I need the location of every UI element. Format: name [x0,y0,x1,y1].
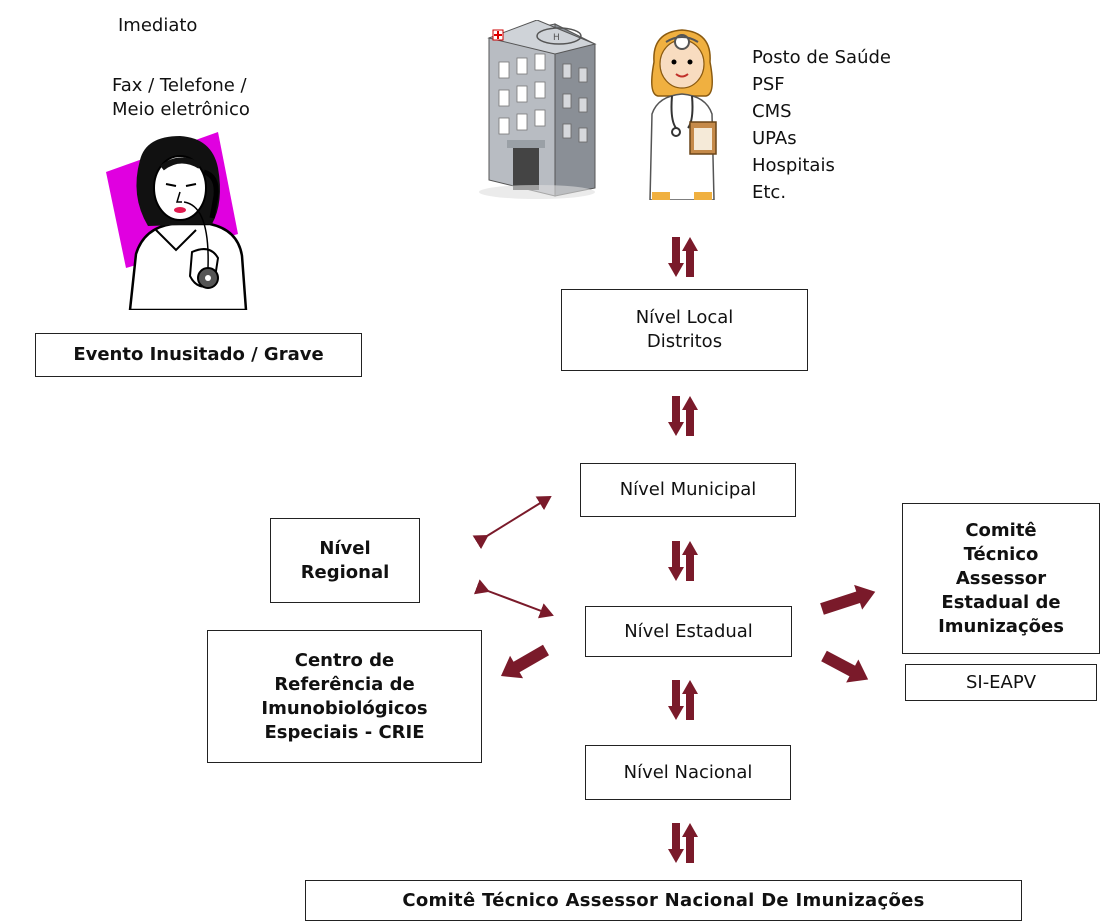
facility-item: PSF [752,74,785,95]
woman-on-phone-icon [106,132,248,310]
channel-line-1: Fax / Telefone / [112,75,247,96]
comite-estadual-line: Técnico [963,543,1039,565]
facilities-list: Posto de Saúde PSF CMS UPAs Hospitais Et… [752,44,891,206]
comite-estadual-box: Comitê Técnico Assessor Estadual de Imun… [902,503,1100,654]
nurse-doctor-icon [649,29,717,200]
arrow-facilities-local [668,237,698,277]
arrow-municipal-estadual [668,541,698,581]
nivel-municipal-box: Nível Municipal [580,463,796,517]
facility-item: UPAs [752,128,797,149]
arrow-local-municipal [668,396,698,436]
arrow-estadual-crie [500,644,549,679]
nivel-local-line1: Nível Local [635,307,734,328]
nivel-local-box: Nível Local Distritos [561,289,808,371]
nivel-regional-box: Nível Regional [270,518,420,603]
arrow-regional-municipal [472,495,552,550]
comite-estadual-line: Imunizações [938,615,1064,637]
nivel-regional-line2: Regional [300,561,390,583]
svg-text:H: H [553,33,560,43]
facility-item: Posto de Saúde [752,47,891,68]
facility-item: Etc. [752,182,787,203]
crie-box: Centro de Referência de Imunobiológicos … [207,630,482,763]
hospital-building-icon: H [479,20,597,199]
comite-nacional-box: Comitê Técnico Assessor Nacional De Imun… [305,880,1022,921]
facility-item: Hospitais [752,155,835,176]
immediate-label: Imediato [118,15,198,36]
comite-estadual-line: Comitê [965,519,1037,541]
facility-item: CMS [752,101,792,122]
nivel-local-line2: Distritos [646,331,723,352]
crie-line: Especiais - CRIE [264,721,425,743]
arrow-estadual-comite-estadual [820,584,876,615]
si-eapv-box: SI-EAPV [905,664,1097,701]
nivel-nacional-box: Nível Nacional [585,745,791,800]
crie-line: Imunobiológicos [261,697,428,719]
arrow-estadual-si-eapv [821,650,869,683]
nivel-estadual-box: Nível Estadual [585,606,792,657]
comite-estadual-line: Assessor [955,567,1047,589]
arrow-nacional-comite [668,823,698,863]
channel-line-2: Meio eletrônico [112,99,250,120]
evento-inusitado-grave-box: Evento Inusitado / Grave [35,333,362,377]
arrow-estadual-nacional [668,680,698,720]
comite-estadual-line: Estadual de [941,591,1061,613]
crie-line: Referência de [274,673,415,695]
arrow-regional-estadual [473,579,554,619]
notification-channels: Fax / Telefone / Meio eletrônico [112,74,250,122]
crie-line: Centro de [294,649,395,671]
nivel-regional-line1: Nível [319,537,371,559]
